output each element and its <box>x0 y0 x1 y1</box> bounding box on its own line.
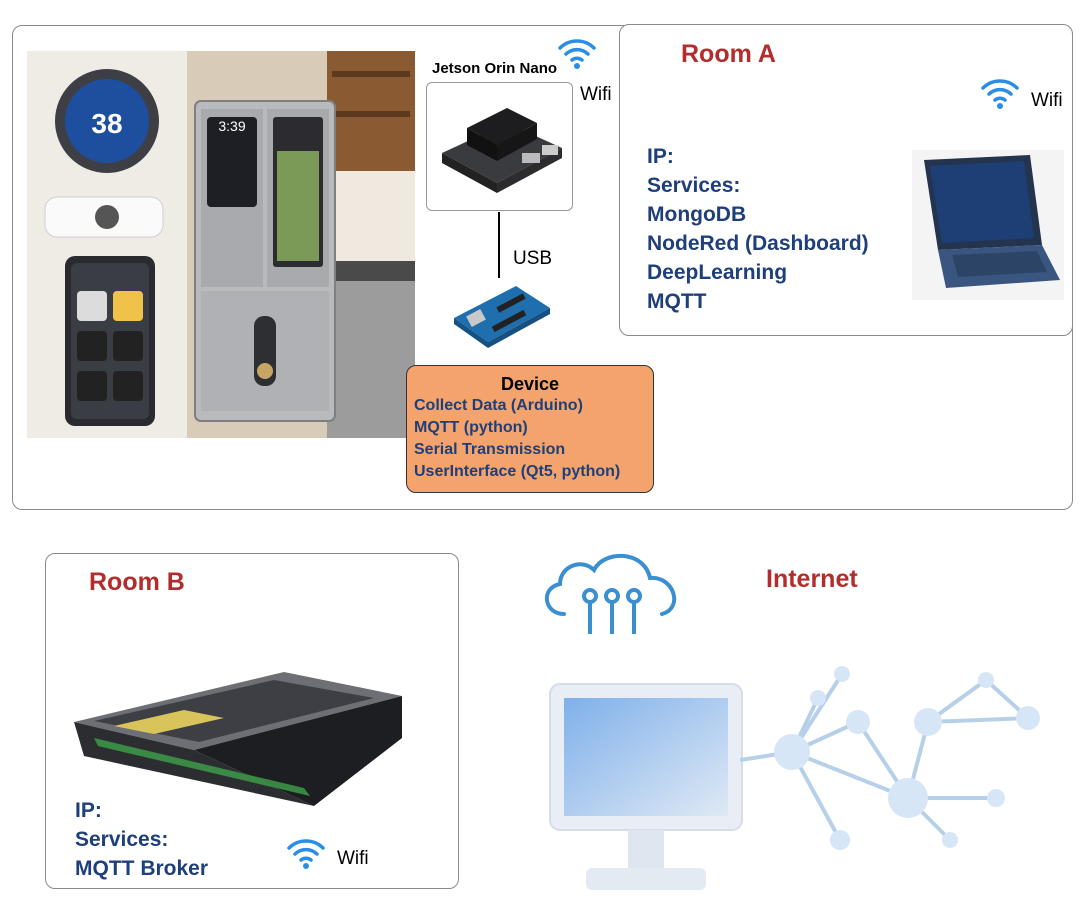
room-a-title: Room A <box>681 40 776 68</box>
jetson-board-image <box>426 82 573 211</box>
service-item: NodeRed (Dashboard) <box>647 232 869 255</box>
rack-server-image <box>74 666 404 816</box>
svg-text:38: 38 <box>91 108 122 139</box>
service-item: MQTT <box>647 290 707 313</box>
room-a-wifi-label: Wifi <box>1031 90 1063 111</box>
room-a-services-label: Services: <box>647 174 741 197</box>
laptop-image <box>912 150 1064 300</box>
room-b-services-label: Services: <box>75 828 169 851</box>
room-b-ip-label: IP: <box>75 799 102 822</box>
jetson-wifi-label: Wifi <box>580 84 612 105</box>
cloud-icon <box>534 552 694 644</box>
usb-label: USB <box>513 248 553 269</box>
svg-text:3:39: 3:39 <box>218 118 245 134</box>
service-item: MongoDB <box>647 203 747 226</box>
wifi-icon <box>286 836 326 877</box>
usb-connector-line <box>498 212 500 278</box>
arduino-board-image <box>446 278 556 354</box>
network-graph-icon <box>739 660 1060 860</box>
wifi-icon <box>557 36 597 77</box>
device-item: Collect Data (Arduino) <box>414 397 583 414</box>
monitor-icon <box>546 680 746 895</box>
service-item: DeepLearning <box>647 261 788 284</box>
room-b-title: Room B <box>89 568 185 596</box>
room-a-services-list: IP: Services: MongoDB NodeRed (Dashboard… <box>647 142 869 316</box>
wifi-icon <box>980 76 1020 117</box>
device-item: Serial Transmission <box>414 441 566 458</box>
jetson-name-label: Jetson Orin Nano <box>432 60 558 77</box>
smart-home-photo: 3:39 38 <box>27 51 415 438</box>
device-item: UserInterface (Qt5, python) <box>414 463 621 480</box>
device-title: Device <box>500 374 560 394</box>
room-b-wifi-label: Wifi <box>337 848 369 869</box>
service-item: MQTT Broker <box>75 857 209 880</box>
room-a-ip-label: IP: <box>647 145 674 168</box>
room-b-services-list: IP: Services: MQTT Broker <box>75 796 208 883</box>
device-box: Device Collect Data (Arduino) MQTT (pyth… <box>406 365 654 493</box>
device-item: MQTT (python) <box>414 419 528 436</box>
internet-title: Internet <box>766 565 858 593</box>
